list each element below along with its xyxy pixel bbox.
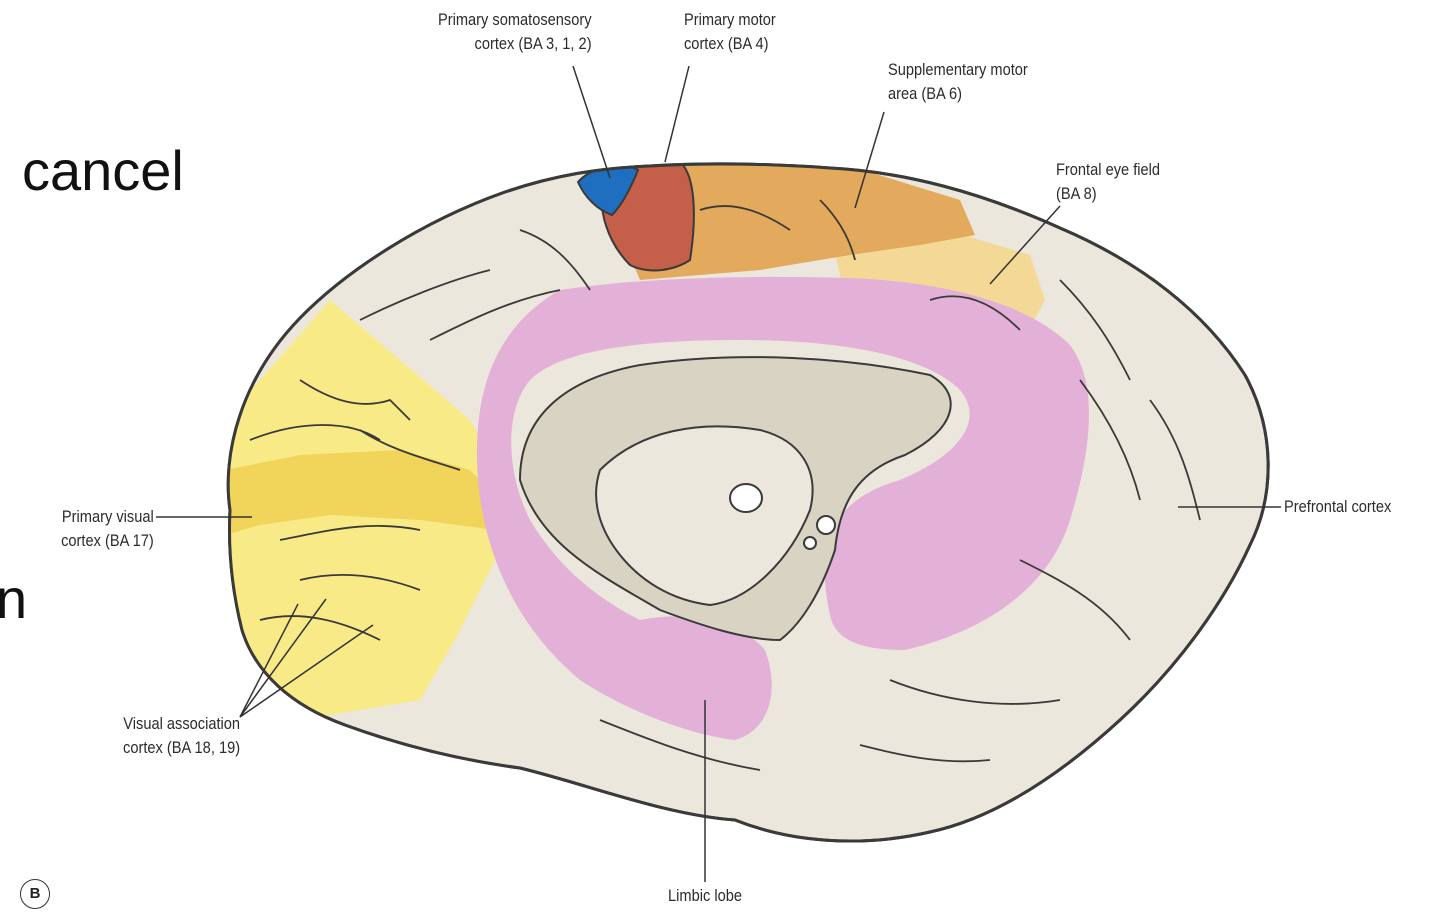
anterior-commissure-shape: [817, 516, 835, 534]
label-somatosensory: Primary somatosensory cortex (BA 3, 1, 2…: [438, 8, 592, 56]
label-frontal-eye-field-line1: Frontal eye field: [1056, 158, 1160, 182]
thalamic-nucleus-shape: [730, 484, 762, 512]
label-somatosensory-line1: Primary somatosensory: [438, 8, 592, 32]
label-supplementary-motor-line2: area (BA 6): [888, 82, 1028, 106]
label-visual-association-line2: cortex (BA 18, 19): [123, 736, 240, 760]
label-primary-visual-line2: cortex (BA 17): [61, 529, 154, 553]
label-frontal-eye-field: Frontal eye field (BA 8): [1056, 158, 1160, 206]
label-primary-visual: Primary visual cortex (BA 17): [61, 505, 154, 553]
label-limbic: Limbic lobe: [662, 884, 748, 908]
mamillary-body-shape: [804, 537, 816, 549]
label-motor-line2: cortex (BA 4): [684, 32, 776, 56]
label-frontal-eye-field-line2: (BA 8): [1056, 182, 1160, 206]
leader-motor: [665, 66, 689, 162]
leader-somatosensory: [573, 66, 610, 178]
label-supplementary-motor: Supplementary motor area (BA 6): [888, 58, 1028, 106]
label-visual-association: Visual association cortex (BA 18, 19): [123, 712, 240, 760]
label-somatosensory-line2: cortex (BA 3, 1, 2): [438, 32, 592, 56]
panel-letter-badge: B: [20, 879, 50, 909]
label-supplementary-motor-line1: Supplementary motor: [888, 58, 1028, 82]
label-motor-line1: Primary motor: [684, 8, 776, 32]
label-motor: Primary motor cortex (BA 4): [684, 8, 776, 56]
label-primary-visual-line1: Primary visual: [61, 505, 154, 529]
label-visual-association-line1: Visual association: [123, 712, 240, 736]
label-prefrontal: Prefrontal cortex: [1284, 495, 1391, 519]
